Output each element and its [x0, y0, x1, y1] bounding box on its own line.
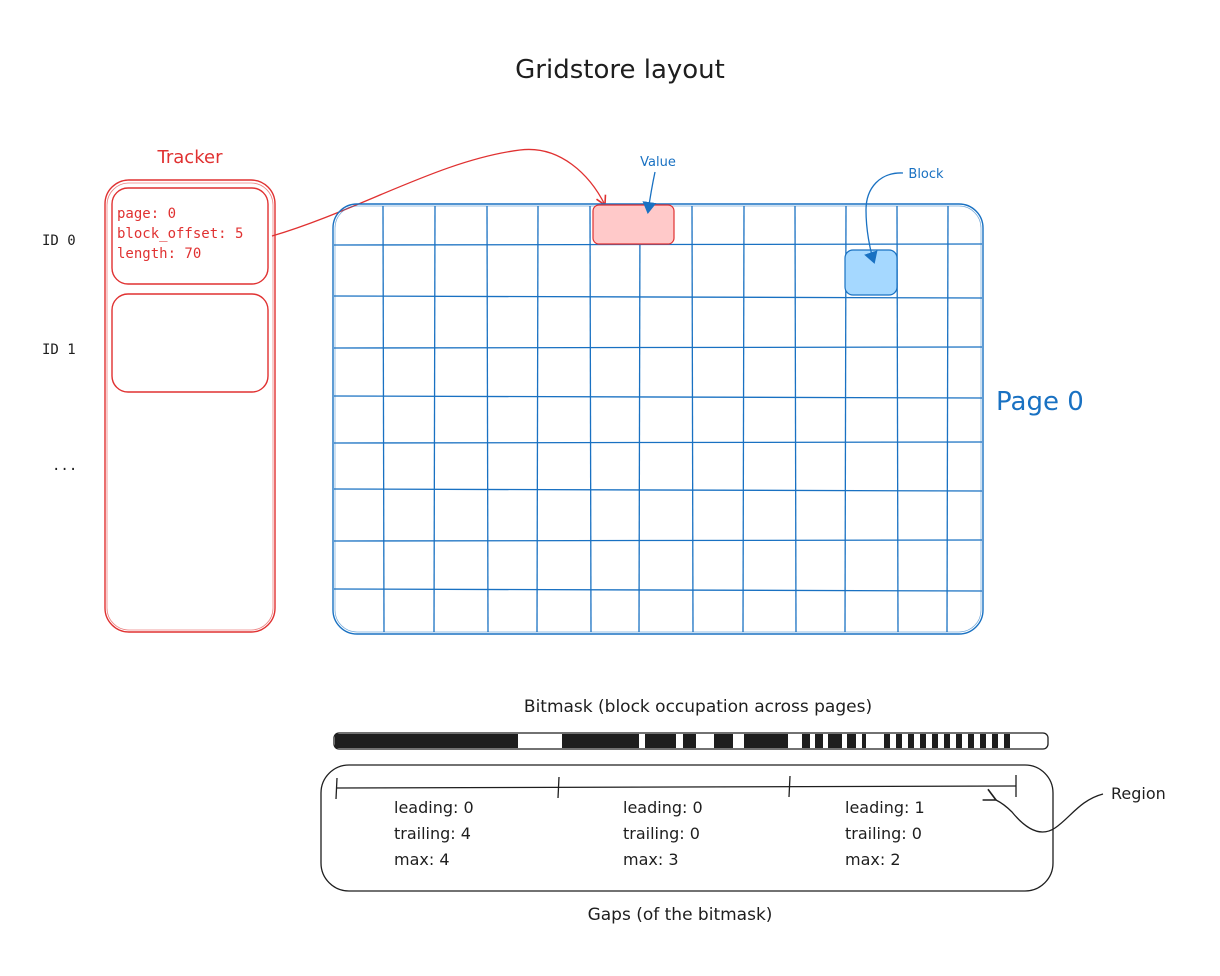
- regions-axis: [335, 785, 1017, 789]
- gaps-label: Gaps (of the bitmask): [588, 905, 773, 925]
- bitmask-occupied-segment: [562, 734, 639, 748]
- grid-row-line: [333, 588, 983, 592]
- region-2-trailing: trailing: 0: [845, 824, 922, 843]
- page-grid: [332, 203, 984, 635]
- region-label: Region: [1111, 784, 1166, 803]
- region-1-max: max: 3: [623, 850, 679, 869]
- bitmask-occupied-segment: [908, 734, 914, 748]
- tracker-to-value-arrow: [271, 148, 607, 237]
- region-0: leading: 0 trailing: 4 max: 4: [394, 798, 474, 869]
- grid-column-line: [742, 205, 745, 633]
- region-1: leading: 0 trailing: 0 max: 3: [623, 798, 703, 869]
- region-arrow: [982, 788, 1104, 833]
- region-2-leading: leading: 1: [845, 798, 925, 817]
- region-2-max: max: 2: [845, 850, 901, 869]
- grid-row-line: [333, 295, 983, 299]
- gaps-container: [320, 764, 1054, 892]
- grid-column-line: [638, 205, 641, 633]
- tracker: Tracker page: 0 block_offset: 5 length: …: [104, 147, 276, 633]
- page-label: Page 0: [996, 387, 1084, 417]
- entry-page: page: 0: [117, 206, 176, 222]
- grid-column-line: [691, 205, 694, 633]
- tracker-entry-id1: [111, 293, 269, 393]
- id-label-0: ID 0: [42, 233, 76, 249]
- bitmask-occupied-segment: [1004, 734, 1010, 748]
- grid-column-line: [486, 205, 489, 633]
- grid-row-line: [333, 395, 983, 399]
- region-2: leading: 1 trailing: 0 max: 2: [845, 798, 925, 869]
- occupied-block: [844, 249, 898, 296]
- bitmask-occupied-segment: [862, 734, 866, 748]
- id-label-1: ID 1: [42, 342, 76, 358]
- region-0-max: max: 4: [394, 850, 450, 869]
- grid-column-line: [794, 205, 797, 633]
- grid-row-line: [333, 539, 983, 542]
- block-arrow: [864, 172, 904, 264]
- grid-row-line: [333, 488, 983, 492]
- bitmask-occupied-segment: [802, 734, 810, 748]
- value-block: [592, 204, 675, 245]
- grid-column-line: [946, 205, 949, 633]
- grid-column-line: [536, 205, 539, 633]
- region-1-leading: leading: 0: [623, 798, 703, 817]
- bitmask-occupied-segment: [920, 734, 926, 748]
- bitmask-occupied-segment: [815, 734, 823, 748]
- tracker-label: Tracker: [157, 147, 224, 168]
- value-label: Value: [640, 155, 676, 170]
- tracker-container: [104, 179, 276, 633]
- grid-row-line: [333, 346, 983, 349]
- bitmask-occupied-segment: [968, 734, 974, 748]
- bitmask-occupied-segment: [980, 734, 986, 748]
- page-border: [332, 203, 984, 635]
- bitmask-occupied-segment: [956, 734, 962, 748]
- region-0-leading: leading: 0: [394, 798, 474, 817]
- grid-column-line: [382, 205, 385, 633]
- bitmask-occupied-segment: [932, 734, 938, 748]
- bitmask-occupied-segment: [896, 734, 902, 748]
- region-0-trailing: trailing: 4: [394, 824, 471, 843]
- region-1-trailing: trailing: 0: [623, 824, 700, 843]
- bitmask-occupied-segment: [992, 734, 998, 748]
- bitmask-occupied-segment: [714, 734, 733, 748]
- bitmask-occupied-segment: [944, 734, 950, 748]
- bitmask-occupied-segment: [683, 734, 696, 748]
- bitmask-occupied-segment: [828, 734, 842, 748]
- bitmask-occupied-segment: [847, 734, 856, 748]
- diagram-title: Gridstore layout: [515, 55, 725, 85]
- grid-column-line: [589, 205, 592, 633]
- id-label-ellipsis: ...: [52, 458, 77, 474]
- bitmask-occupied-segment: [335, 734, 518, 748]
- grid-row-line: [333, 441, 983, 444]
- bitmask-occupied-segment: [744, 734, 788, 748]
- tracker-entry-id0: [111, 187, 269, 285]
- entry-block-offset: block_offset: 5: [117, 226, 243, 242]
- bitmask-occupied-segment: [645, 734, 676, 748]
- bitmask-occupied-segment: [884, 734, 890, 748]
- bitmask-label: Bitmask (block occupation across pages): [524, 697, 872, 717]
- block-label: Block: [908, 167, 944, 182]
- value-arrow: [642, 171, 657, 214]
- bitmask-bar: [333, 732, 1049, 750]
- entry-length: length: 70: [117, 246, 201, 262]
- bitmask-outline: [333, 732, 1049, 750]
- grid-column-line: [433, 205, 436, 633]
